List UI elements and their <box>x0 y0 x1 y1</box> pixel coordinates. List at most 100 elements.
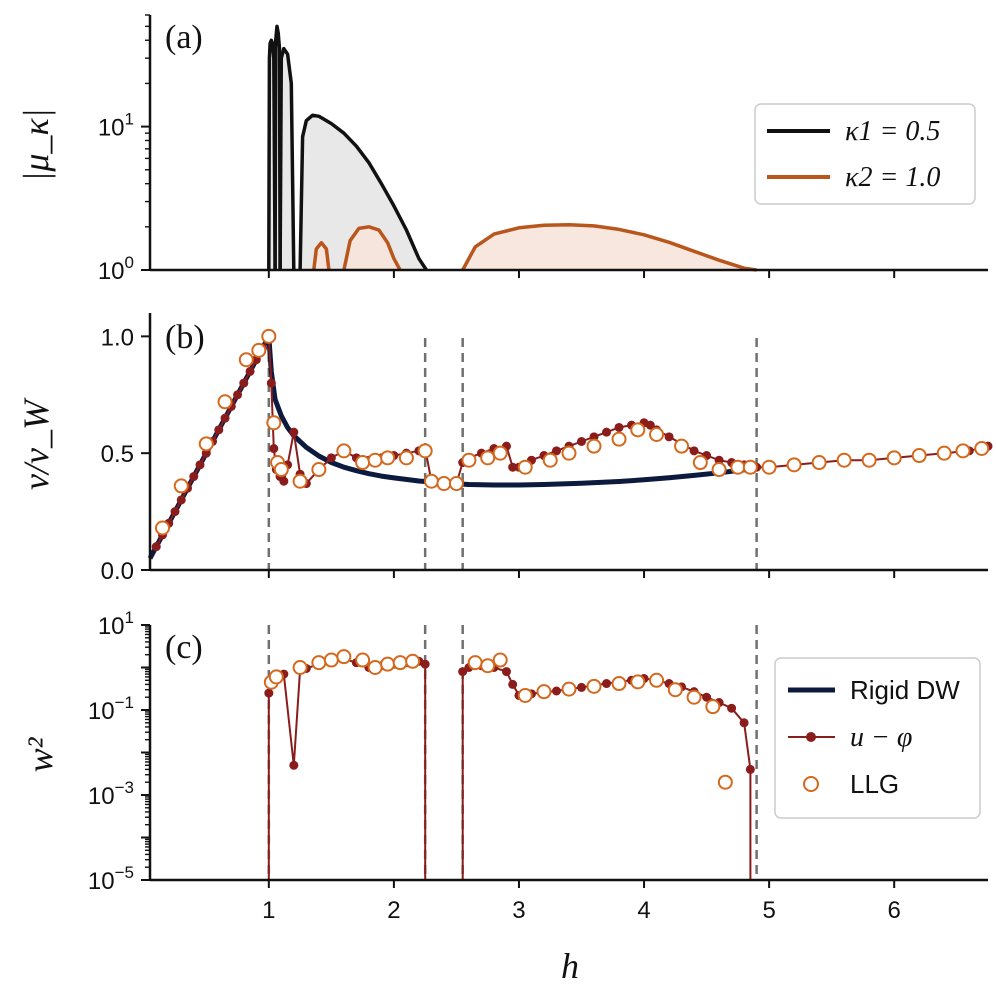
llg-point <box>786 457 802 473</box>
u-phi-point <box>239 378 249 388</box>
u-phi-point <box>170 507 180 517</box>
llg-point <box>417 443 433 459</box>
u-phi-point <box>289 427 299 437</box>
y-tick-label: 1.0 <box>101 324 134 351</box>
llg-point <box>198 436 214 452</box>
y-tick-label: 100 <box>98 253 134 285</box>
u-phi-point <box>214 425 224 435</box>
llg-point <box>536 684 552 700</box>
llg-point <box>586 678 602 694</box>
rigid-dw-line <box>147 333 757 560</box>
llg-point <box>405 653 421 669</box>
llg-point <box>261 328 277 344</box>
u-phi-point <box>508 462 518 472</box>
llg-point <box>355 652 371 668</box>
u-phi-point <box>151 542 161 552</box>
lobe-curve <box>298 113 428 271</box>
panel-label: (c) <box>165 629 203 666</box>
u-phi-point <box>702 692 712 702</box>
llg-point <box>711 462 727 478</box>
u-phi-point <box>176 495 186 505</box>
lobe-fill <box>300 115 427 270</box>
x-tick-label: 2 <box>387 897 400 924</box>
llg-point <box>611 431 627 447</box>
x-tick-label: 1 <box>262 897 275 924</box>
y-axis-label: |μ_κ| <box>16 108 56 181</box>
llg-point <box>861 452 877 468</box>
u-phi-point <box>614 422 624 432</box>
llg-point <box>911 448 927 464</box>
llg-point <box>561 681 577 697</box>
u-phi-point <box>745 764 755 774</box>
u-phi-point <box>577 437 587 446</box>
u-phi-point <box>220 413 230 423</box>
y-tick-label: 101 <box>98 110 134 142</box>
llg-point <box>717 774 733 790</box>
lobe-curve <box>342 225 402 271</box>
u-phi-point <box>289 760 299 770</box>
u-phi-point <box>602 679 612 689</box>
llg-point <box>730 459 746 475</box>
llg-point <box>692 455 708 471</box>
lobe-curve <box>312 240 331 271</box>
llg-point <box>367 452 383 468</box>
legend-marker <box>806 732 816 742</box>
llg-point <box>705 699 721 715</box>
lobe-curve <box>278 46 296 271</box>
u-phi-point <box>195 460 205 470</box>
llg-point <box>273 462 289 478</box>
y-tick-label: 10−5 <box>88 863 134 895</box>
u-phi-point <box>551 446 561 456</box>
llg-point <box>686 689 702 705</box>
y-axis-label: w² <box>20 736 60 772</box>
llg-point <box>155 520 171 536</box>
y-axis-label: v/v_W <box>16 397 56 490</box>
llg-point <box>436 476 452 492</box>
legend: κ1 = 0.5κ2 = 1.0 <box>754 103 976 205</box>
llg-point <box>392 655 408 671</box>
u-phi-point <box>189 472 199 482</box>
llg-point <box>974 441 990 457</box>
llg-point <box>367 660 383 675</box>
y-tick-label: 101 <box>98 608 134 640</box>
u-phi-line <box>155 332 989 548</box>
llg-point <box>336 649 352 665</box>
u-phi-point <box>602 427 612 437</box>
u-phi-point <box>577 682 587 692</box>
llg-point <box>630 674 646 690</box>
u-phi-point <box>233 390 243 400</box>
y-tick-label: 10−3 <box>88 778 134 810</box>
llg-point <box>323 652 339 668</box>
u-phi-point <box>501 667 511 677</box>
llg-point <box>630 422 646 438</box>
llg-point <box>336 443 352 459</box>
llg-point <box>380 656 396 672</box>
llg-point <box>667 682 683 698</box>
llg-point <box>561 445 577 461</box>
u-phi-point <box>279 476 289 486</box>
llg-point <box>492 652 508 668</box>
u-phi-point <box>420 659 430 669</box>
u-phi-point <box>508 679 518 689</box>
llg-point <box>311 655 327 671</box>
u-phi-point <box>326 453 336 463</box>
llg-point <box>836 452 852 468</box>
llg-point <box>742 459 758 475</box>
x-tick-label: 6 <box>888 897 901 924</box>
llg-point <box>886 450 902 466</box>
u-phi-point <box>264 688 274 698</box>
legend-label: Rigid DW <box>850 675 960 705</box>
lobe-curve <box>461 222 757 272</box>
llg-point <box>492 445 508 461</box>
llg-point <box>955 443 971 459</box>
y-tick-label: 0.5 <box>101 441 134 468</box>
llg-point <box>936 445 952 461</box>
u-phi-point <box>689 446 699 456</box>
u-phi-point <box>551 686 561 696</box>
lobe-curve <box>267 38 277 271</box>
llg-point <box>173 478 189 494</box>
llg-point <box>251 342 267 358</box>
